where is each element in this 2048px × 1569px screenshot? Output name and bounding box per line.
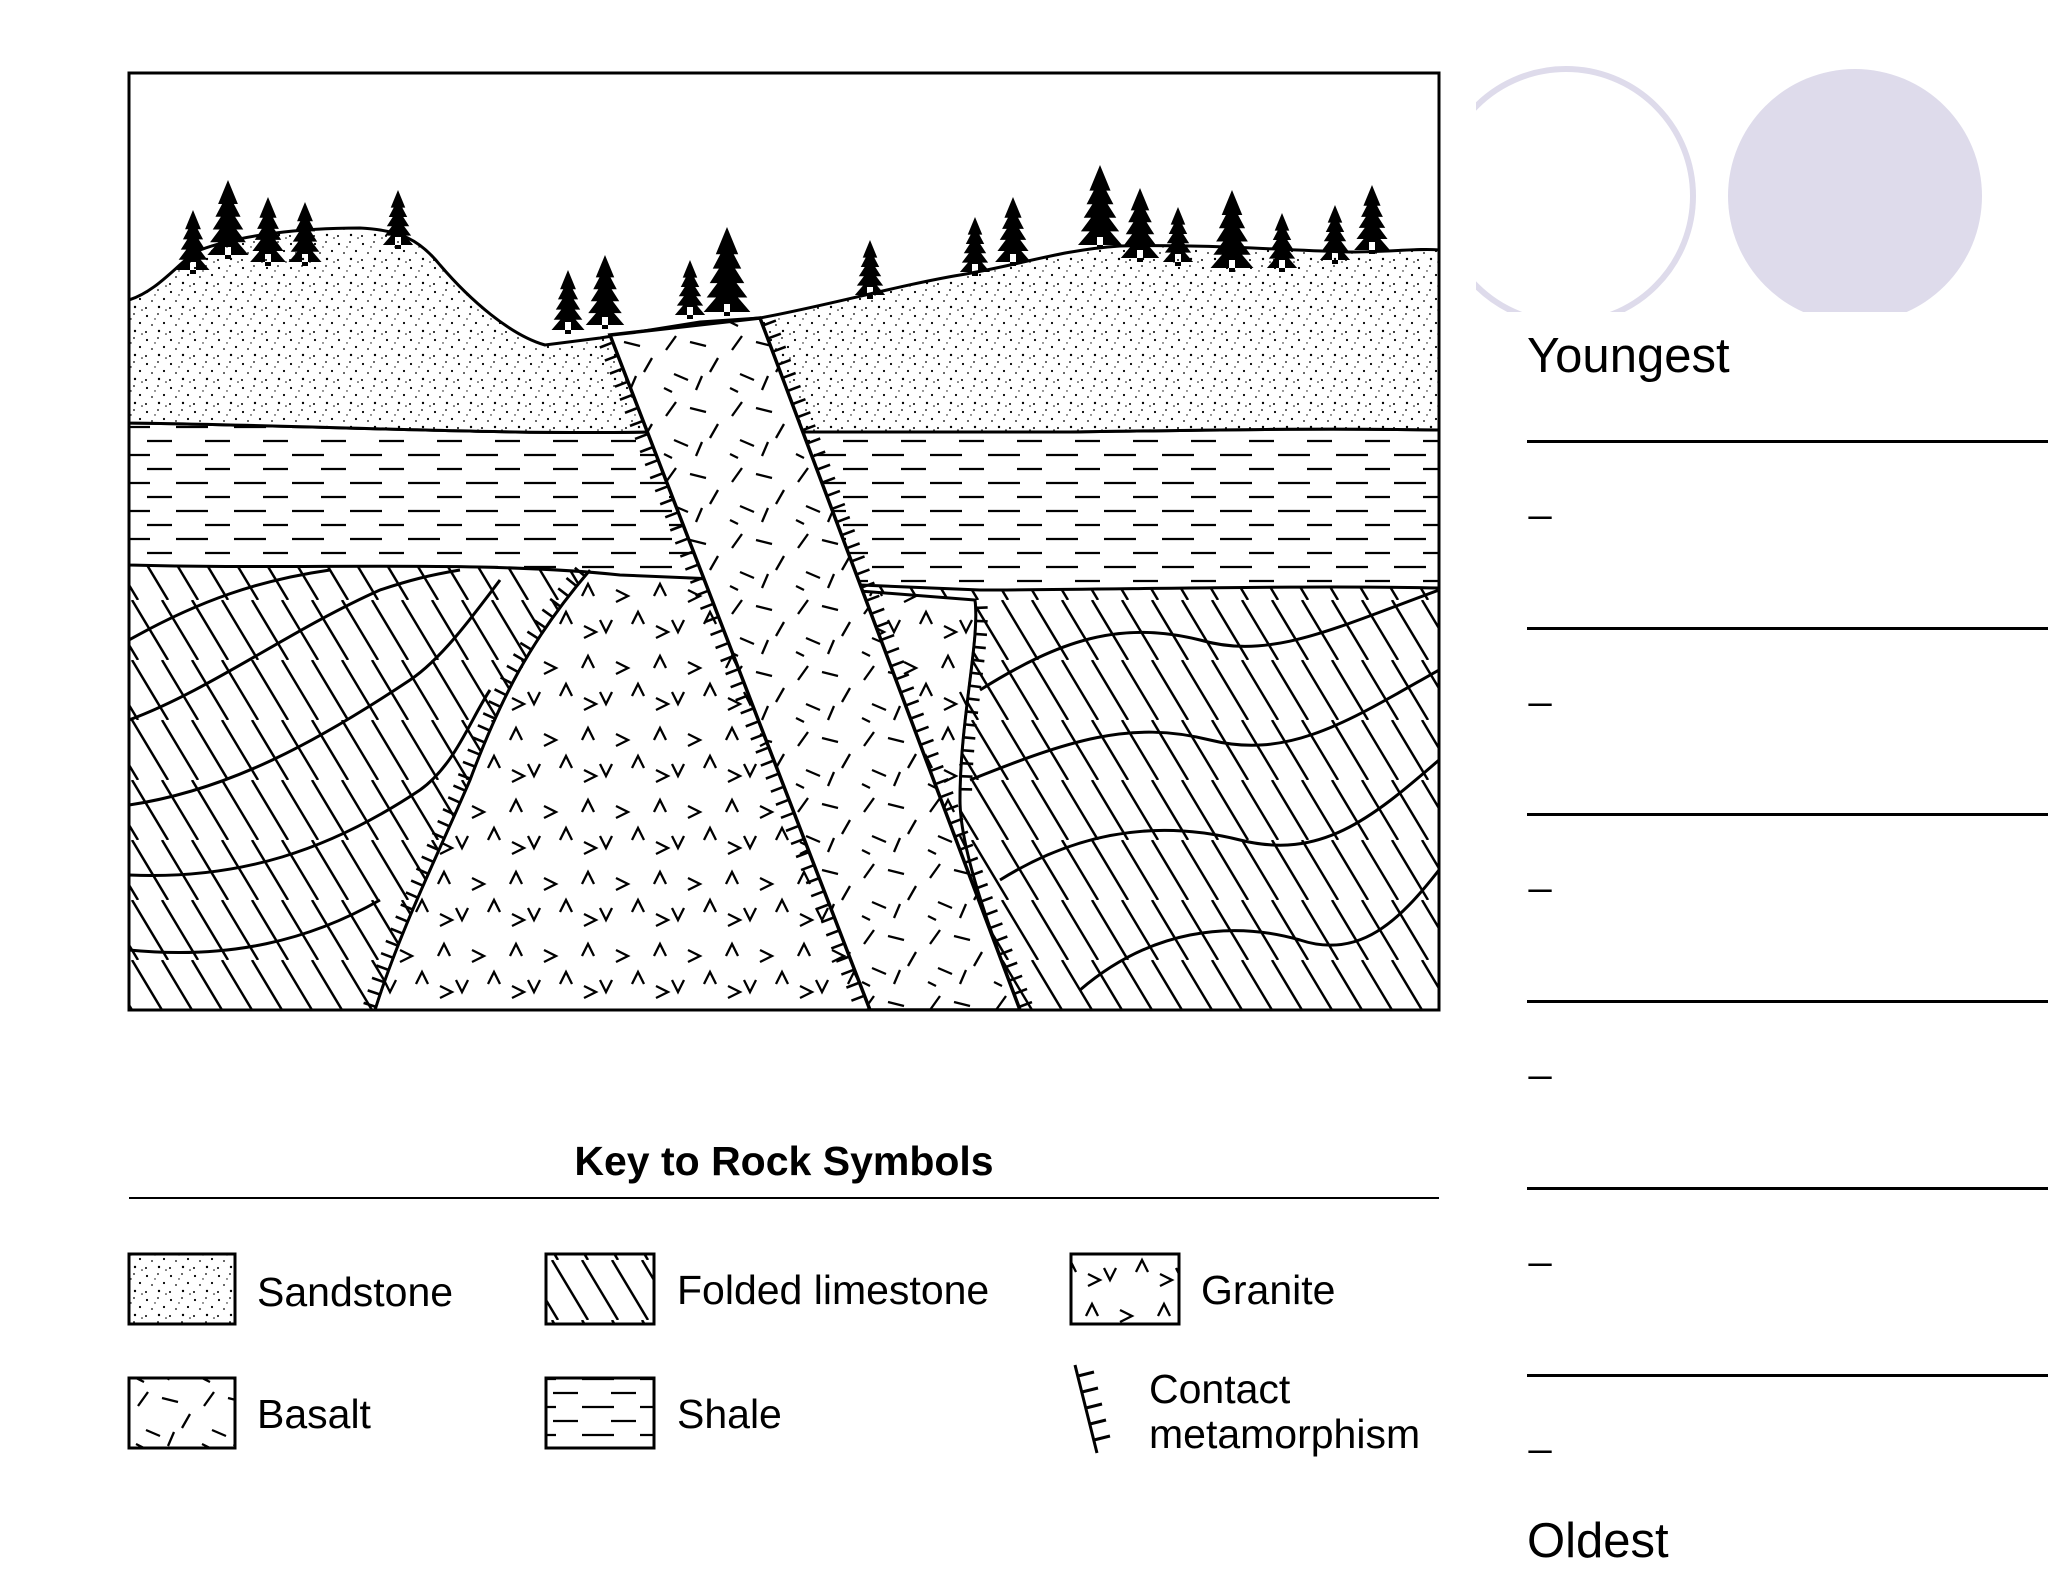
folded-limestone-swatch xyxy=(546,1254,654,1324)
answer-blank-4[interactable] xyxy=(1527,1000,2048,1003)
key-label-shale: Shale xyxy=(677,1393,782,1436)
contact-metamorphism-swatch xyxy=(1075,1365,1110,1453)
answer-dash: _ xyxy=(1529,1038,1551,1078)
youngest-label: Youngest xyxy=(1527,328,1730,384)
answer-blank-3[interactable] xyxy=(1527,813,2048,816)
key-title: Key to Rock Symbols xyxy=(129,1138,1439,1185)
key-label-granite: Granite xyxy=(1201,1269,1335,1312)
answer-blank-6[interactable] xyxy=(1527,1374,2048,1377)
shale-swatch xyxy=(546,1378,654,1448)
key-label-basalt: Basalt xyxy=(257,1393,371,1436)
basalt-swatch xyxy=(129,1378,235,1448)
key-divider xyxy=(129,1197,1439,1199)
oldest-label: Oldest xyxy=(1527,1513,1669,1569)
answer-blank-5[interactable] xyxy=(1527,1187,2048,1190)
decorative-circles xyxy=(1439,69,1982,323)
cross-section xyxy=(129,73,1439,1014)
key-label-sandstone: Sandstone xyxy=(257,1271,453,1314)
answer-dash: _ xyxy=(1529,665,1551,705)
key-label-metamorphism: metamorphism xyxy=(1149,1413,1420,1456)
answer-dash: _ xyxy=(1529,851,1551,891)
key-label-folded-limestone: Folded limestone xyxy=(677,1269,989,1312)
answer-dash: _ xyxy=(1529,1225,1551,1265)
answer-dash: _ xyxy=(1529,478,1551,518)
answer-blank-1[interactable] xyxy=(1527,440,2048,443)
granite-swatch xyxy=(1071,1254,1179,1324)
answer-blank-2[interactable] xyxy=(1527,627,2048,630)
answer-dash: _ xyxy=(1529,1412,1551,1452)
sandstone-swatch xyxy=(129,1254,235,1324)
key-label-contact: Contact xyxy=(1149,1368,1290,1411)
